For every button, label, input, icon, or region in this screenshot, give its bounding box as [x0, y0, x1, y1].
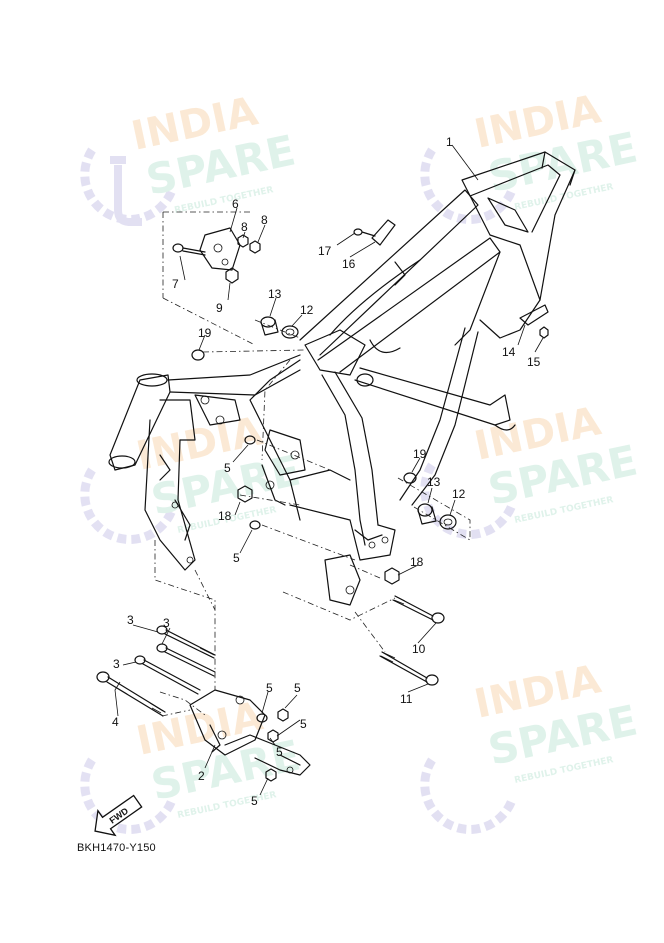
callout-6: 6: [232, 197, 239, 211]
callout-5: 5: [294, 681, 301, 695]
callout-9: 9: [216, 301, 223, 315]
callout-13: 13: [268, 287, 282, 301]
main-frame: [108, 151, 576, 606]
callout-8: 8: [261, 213, 268, 227]
callout-18: 18: [218, 509, 232, 523]
callout-18: 18: [410, 555, 424, 569]
callout-numbers: 1 6 8 8 7 9 17 16 13 12 19 14 15 5 19 13…: [112, 135, 541, 808]
footrest-bracket: [189, 689, 311, 776]
callout-1: 1: [446, 135, 453, 149]
watermark-top-right: INDIA SPARE REBUILD TOGETHER: [420, 86, 642, 224]
callout-8: 8: [241, 220, 248, 234]
watermark-mid-left: INDIA SPARE REBUILD TOGETHER: [80, 408, 305, 544]
callout-5: 5: [266, 681, 273, 695]
callout-4: 4: [112, 715, 119, 729]
callout-5: 5: [224, 461, 231, 475]
callout-19: 19: [198, 326, 212, 340]
callout-5: 5: [300, 717, 307, 731]
callout-3: 3: [163, 616, 170, 630]
callout-12: 12: [452, 487, 466, 501]
callout-19: 19: [413, 447, 427, 461]
callout-5: 5: [251, 794, 258, 808]
callout-12: 12: [300, 303, 314, 317]
leader-lines: [114, 144, 544, 796]
callout-7: 7: [172, 277, 179, 291]
callout-2: 2: [198, 769, 205, 783]
callout-16: 16: [342, 257, 356, 271]
callout-3: 3: [127, 613, 134, 627]
assembly-lines: [154, 211, 471, 717]
callout-10: 10: [412, 642, 426, 656]
long-bolts: [96, 595, 445, 717]
callout-11: 11: [400, 692, 413, 706]
callout-14: 14: [502, 345, 516, 359]
callout-5: 5: [233, 551, 240, 565]
watermark-top-left: INDIA SPARE REBUILD TOGETHER: [80, 88, 300, 226]
watermark-bottom-right: INDIA SPARE REBUILD TOGETHER: [420, 656, 642, 834]
watermark-mid-right: INDIA SPARE REBUILD TOGETHER: [420, 398, 642, 539]
callout-5: 5: [276, 745, 283, 759]
callout-15: 15: [527, 355, 541, 369]
callout-17: 17: [318, 244, 332, 258]
callout-13: 13: [427, 475, 441, 489]
small-parts: [172, 219, 549, 782]
diagram-code: BKH1470-Y150: [77, 842, 156, 854]
callout-3: 3: [113, 657, 120, 671]
